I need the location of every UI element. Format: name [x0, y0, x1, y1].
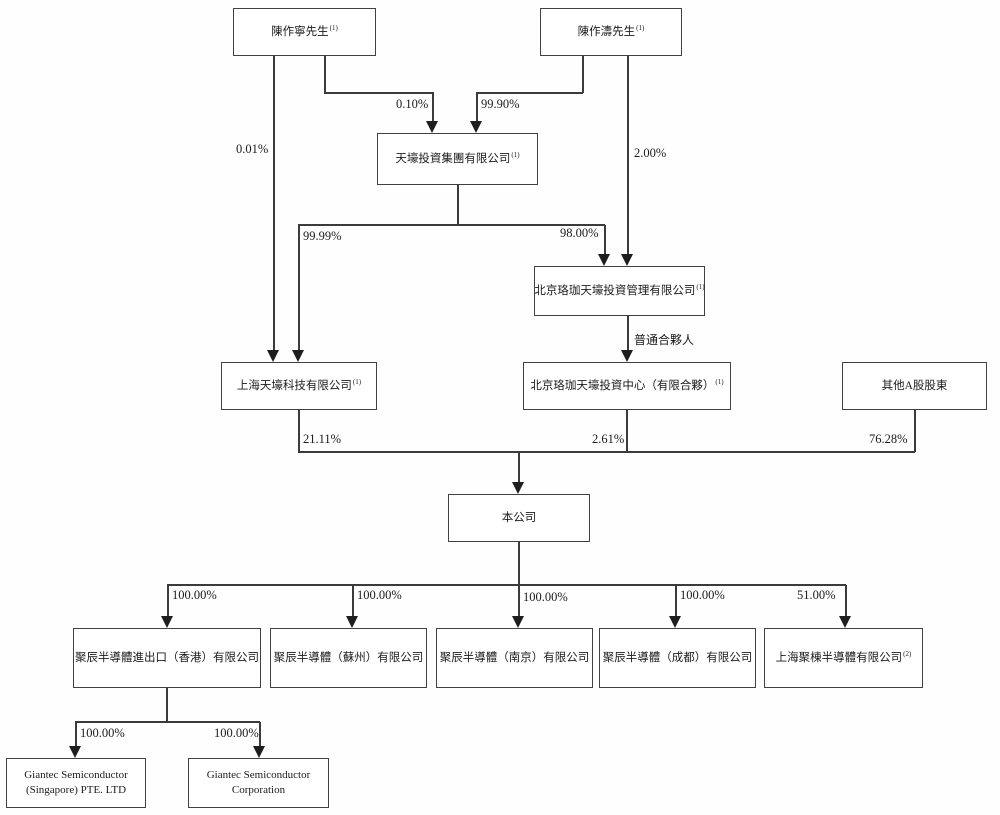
connector [259, 722, 261, 746]
node-shanghai-judong-semiconductor: 上海聚棟半導體有限公司(2) [764, 628, 923, 688]
arrowhead [69, 746, 81, 758]
node-the-company: 本公司 [448, 494, 590, 542]
connector [298, 410, 300, 452]
arrowhead [470, 121, 482, 133]
connector [432, 93, 434, 121]
connector [75, 721, 260, 723]
connector [845, 585, 847, 616]
connector [352, 585, 354, 616]
connector [518, 542, 520, 585]
connector [626, 410, 628, 452]
arrowhead [253, 746, 265, 758]
edge-label-2.00pct: 2.00% [634, 146, 667, 160]
arrowhead [161, 616, 173, 628]
edge-label-0.10pct: 0.10% [396, 97, 429, 111]
connector [604, 225, 606, 254]
node-beijing-luojia-tianhao-investment-mgmt: 北京珞珈天壕投資管理有限公司(1) [534, 266, 705, 316]
edge-label-2.61pct: 2.61% [592, 432, 625, 446]
connector [914, 410, 916, 452]
node-giantec-nanjing: 聚辰半導體（南京）有限公司 [436, 628, 593, 688]
edge-label-100pct-hk: 100.00% [172, 588, 217, 602]
arrowhead [669, 616, 681, 628]
connector [324, 56, 326, 93]
node-giantec-singapore: Giantec Semiconductor(Singapore) PTE. LT… [6, 758, 146, 808]
edge-label-76.28pct: 76.28% [869, 432, 908, 446]
arrowhead [839, 616, 851, 628]
node-beijing-luojia-tianhao-investment-center: 北京珞珈天壕投資中心（有限合夥）(1) [523, 362, 731, 410]
arrowhead [598, 254, 610, 266]
connector [518, 452, 520, 482]
arrowhead [292, 350, 304, 362]
edge-label-100pct-suzhou: 100.00% [357, 588, 402, 602]
connector [324, 92, 434, 94]
connector [476, 93, 478, 121]
node-other-a-shareholders: 其他A股股東 [842, 362, 987, 410]
edge-label-100pct-corp: 100.00% [214, 726, 259, 740]
arrowhead [346, 616, 358, 628]
connector [582, 56, 584, 93]
connector [476, 92, 583, 94]
connector [166, 688, 168, 722]
edge-label-51.00pct: 51.00% [797, 588, 836, 602]
connector [273, 56, 275, 350]
connector [167, 584, 846, 586]
connector [298, 224, 605, 226]
arrowhead [426, 121, 438, 133]
arrowhead [512, 616, 524, 628]
node-chen-zuotao: 陳作濤先生(1) [540, 8, 682, 56]
edge-label-0.01pct: 0.01% [236, 142, 269, 156]
connector [75, 722, 77, 746]
arrowhead [267, 350, 279, 362]
connector [298, 451, 915, 453]
edge-label-100pct-chengdu: 100.00% [680, 588, 725, 602]
node-chen-zuoning: 陳作寧先生(1) [233, 8, 376, 56]
connector [675, 585, 677, 616]
node-tianhao-investment-group: 天壕投資集團有限公司(1) [377, 133, 538, 185]
connector [627, 316, 629, 350]
node-giantec-import-export-hk: 聚辰半導體進出口（香港）有限公司 [73, 628, 261, 688]
edge-label-100pct-nanjing: 100.00% [523, 590, 568, 604]
node-shanghai-tianhao-technology: 上海天壕科技有限公司(1) [221, 362, 377, 410]
arrowhead [512, 482, 524, 494]
connector [518, 585, 520, 616]
node-giantec-chengdu: 聚辰半導體（成都）有限公司 [599, 628, 756, 688]
edge-label-98.00pct: 98.00% [560, 226, 599, 240]
edge-label-21.11pct: 21.11% [303, 432, 342, 446]
edge-label-100pct-sg: 100.00% [80, 726, 125, 740]
arrowhead [621, 350, 633, 362]
arrowhead [621, 254, 633, 266]
connector [167, 585, 169, 616]
edge-label-general-partner: 普通合夥人 [634, 333, 695, 347]
connector [457, 185, 459, 225]
connector [627, 56, 629, 254]
connector [298, 225, 300, 350]
edge-label-99.99pct: 99.99% [303, 229, 342, 243]
node-giantec-suzhou: 聚辰半導體（蘇州）有限公司 [270, 628, 427, 688]
edge-label-99.90pct: 99.90% [481, 97, 520, 111]
